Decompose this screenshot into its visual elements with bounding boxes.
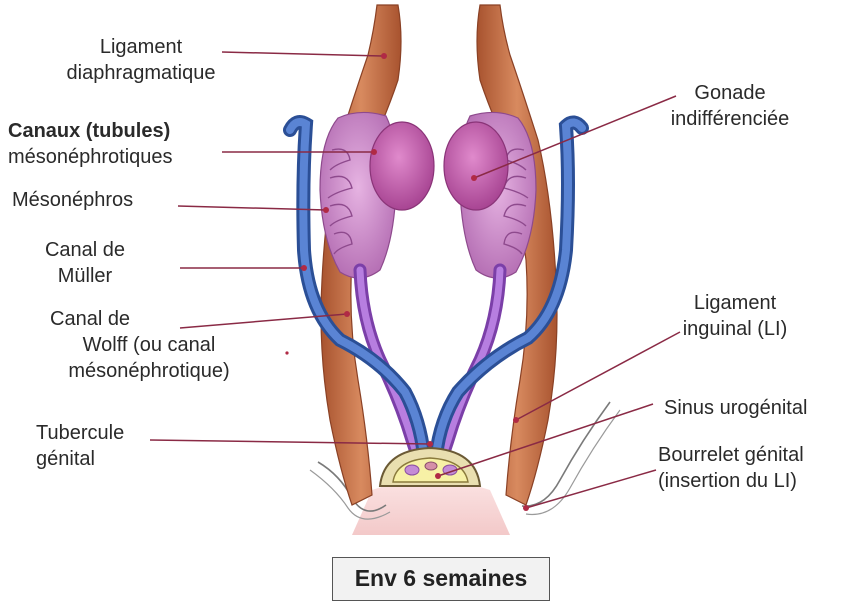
- left-body-outline-2: [309, 469, 391, 520]
- right-body-outline: [521, 401, 611, 507]
- label-ligament-inguinal: Ligament inguinal (LI): [660, 290, 810, 342]
- right-muller-duct-inner: [432, 118, 586, 460]
- label-line: Canal de: [44, 239, 126, 261]
- label-line: Wolff (ou canal: [82, 334, 216, 356]
- right-gonad: [443, 121, 509, 211]
- label-line: indifférenciée: [670, 108, 790, 130]
- label-line: diaphragmatique: [66, 62, 216, 84]
- leader-lines: [149, 51, 681, 509]
- label-line: mésonéphrotique): [68, 360, 230, 382]
- label-line: Bourrelet génital: [658, 444, 804, 466]
- right-wolff-duct-inner: [438, 266, 504, 462]
- label-line: Tubercule: [36, 422, 125, 444]
- caption-box: Env 6 semaines: [332, 557, 550, 601]
- body-base: [352, 480, 510, 535]
- label-line: (insertion du LI): [658, 470, 797, 492]
- left-tubules: [327, 148, 353, 255]
- leader-dots: [285, 53, 529, 511]
- label-canaux-mesonephrotiques: Canaux (tubules) mésonéphrotiques: [8, 118, 173, 170]
- label-mesonephros: Mésonéphros: [12, 187, 133, 213]
- sinus-inner-center: [424, 461, 438, 471]
- label-sinus-urogenital: Sinus urogénital: [664, 395, 807, 421]
- label-line: Sinus urogénital: [664, 397, 808, 419]
- label-line: Gonade: [694, 82, 766, 104]
- label-bourrelet-genital: Bourrelet génital (insertion du LI): [658, 442, 804, 494]
- label-line: Ligament: [99, 36, 183, 58]
- label-tubercule-genital: Tubercule génital: [36, 420, 124, 472]
- label-line: Ligament: [693, 292, 777, 314]
- label-line: Müller: [57, 265, 113, 287]
- label-line: Canaux (tubules): [8, 120, 171, 142]
- label-gonade-indifferenciee: Gonade indifférenciée: [640, 80, 820, 132]
- right-body-outline-2: [525, 409, 621, 516]
- sinus-inner-left: [404, 464, 420, 476]
- label-line: mésonéphrotiques: [8, 146, 173, 168]
- label-canal-muller: Canal de Müller: [30, 237, 140, 289]
- label-ligament-diaphragmatique: Ligament diaphragmatique: [56, 34, 226, 86]
- label-line: Mésonéphros: [12, 189, 134, 211]
- label-canal-wolff: Canal de Wolff (ou canal mésonéphrotique…: [24, 306, 274, 384]
- label-line: génital: [36, 448, 95, 470]
- left-gonad: [369, 121, 435, 211]
- label-line: inguinal (LI): [682, 318, 788, 340]
- label-line: Canal de: [50, 308, 131, 330]
- left-muller-duct-inner: [286, 118, 428, 460]
